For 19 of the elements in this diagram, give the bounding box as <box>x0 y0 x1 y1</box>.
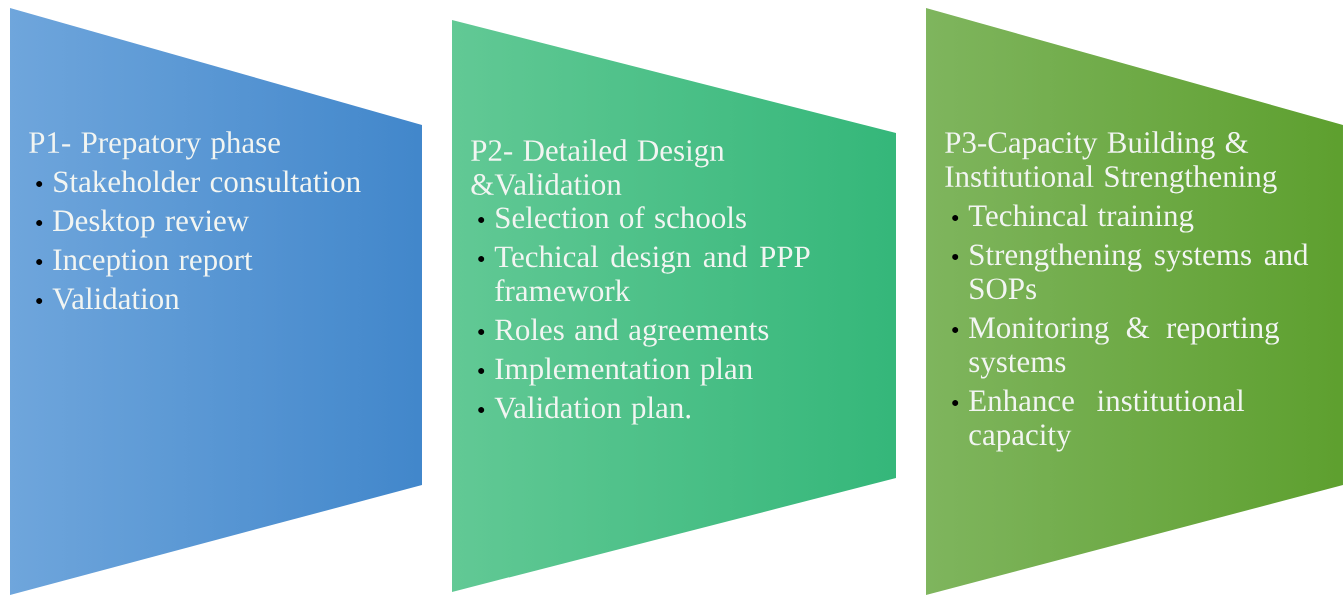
bullet-item: Desktop review <box>36 209 250 238</box>
bullet-item: Inception report <box>36 249 253 277</box>
bullet-item: Monitoring & reporting systems <box>952 317 1280 379</box>
bullet-item: Strengthening systems and SOPs <box>952 243 1309 300</box>
bullet-item: Techical design and PPP framework <box>478 245 810 302</box>
phase-shape <box>29 131 361 310</box>
bullet-item: Techincal training <box>952 204 1194 233</box>
phase-heading: P1- Prepatory phase <box>29 131 280 160</box>
bullet-item: Enhance institutional capacity <box>952 389 1245 452</box>
bullet-item: Roles and agreements <box>478 318 769 347</box>
bullet-item: Implementation plan <box>478 357 753 386</box>
phase-shape <box>471 139 810 425</box>
bullet-item: Stakeholder consultation <box>36 170 361 193</box>
bullet-item: Selection of schools <box>478 206 746 229</box>
phase-heading: P2- Detailed Design &Validation <box>471 139 725 196</box>
bullet-item: Validation <box>36 287 180 310</box>
phase-shape <box>945 131 1309 452</box>
phase-heading: P3-Capacity Building & Institutional Strengthening <box>945 131 1277 194</box>
bullet-item: Validation plan. <box>478 396 691 425</box>
